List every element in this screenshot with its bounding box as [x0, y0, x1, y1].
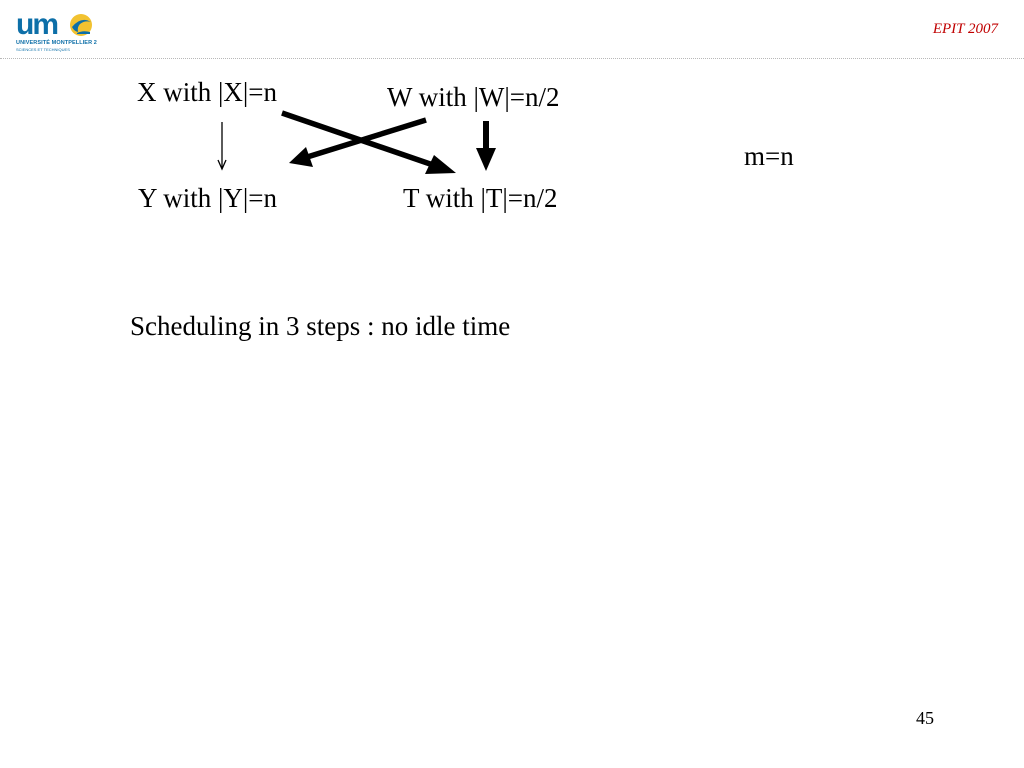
university-logo: um UNIVERSITÉ MONTPELLIER 2 SCIENCES ET …: [14, 8, 100, 54]
logo-wordmark: um: [16, 8, 59, 41]
edge-x-to-y-arrowhead: [217, 159, 227, 171]
node-t-label: T with |T|=n/2: [403, 183, 558, 213]
edge-w-to-t-arrowhead: [476, 148, 496, 171]
page-number: 45: [916, 708, 934, 728]
node-y-label: Y with |Y|=n: [138, 183, 278, 213]
logo-emblem-icon: [70, 14, 92, 36]
equation-label: m=n: [744, 141, 794, 171]
logo-university-name: UNIVERSITÉ MONTPELLIER 2: [16, 40, 97, 46]
node-w-label: W with |W|=n/2: [387, 82, 560, 112]
edge-w-to-y: [303, 117, 427, 161]
header-divider: [0, 58, 1024, 59]
edge-x-to-t-arrowhead: [425, 155, 456, 174]
edge-w-to-y-arrowhead: [289, 147, 313, 167]
logo-faculty-name: SCIENCES ET TECHNIQUES: [16, 47, 70, 52]
conference-label: EPIT 2007: [932, 21, 998, 37]
slide-caption: Scheduling in 3 steps : no idle time: [130, 311, 511, 341]
node-x-label: X with |X|=n: [137, 77, 278, 107]
